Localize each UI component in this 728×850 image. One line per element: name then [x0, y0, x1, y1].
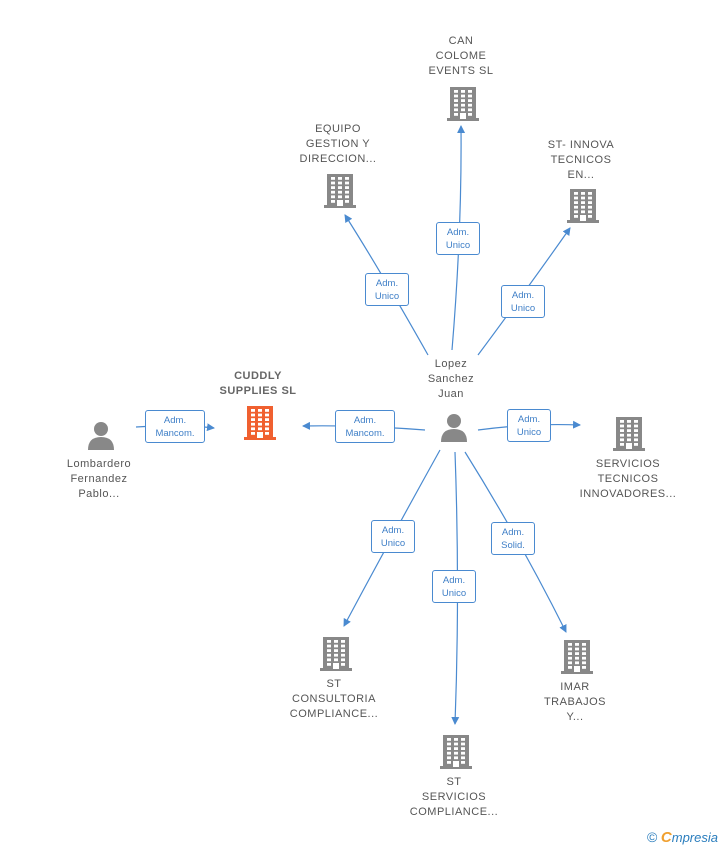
building-icon[interactable]	[561, 638, 593, 674]
servicios-label: SERVICIOS TECNICOS INNOVADORES...	[579, 458, 677, 500]
lombardero-label: Lombardero Fernandez Pablo...	[66, 458, 132, 500]
cuddly-label: CUDDLY SUPPLIES SL	[219, 370, 297, 397]
role-badge-st-consultoria: Adm. Unico	[371, 520, 415, 553]
brand-footer: © Cmpresia	[647, 829, 718, 846]
center-person-label: Lopez Sanchez Juan	[427, 358, 475, 400]
role-badge-cuddly: Adm. Mancom.	[335, 410, 395, 443]
building-icon[interactable]	[324, 172, 356, 208]
person-icon[interactable]	[439, 412, 469, 442]
building-icon[interactable]	[567, 187, 599, 223]
role-badge-can-colome: Adm. Unico	[436, 222, 480, 255]
building-icon[interactable]	[447, 85, 479, 121]
imar-label: IMAR TRABAJOS Y...	[543, 681, 607, 723]
can-colome-label: CAN COLOME EVENTS SL	[428, 35, 494, 77]
building-icon[interactable]	[613, 415, 645, 451]
role-badge-lombardero: Adm. Mancom.	[145, 410, 205, 443]
building-icon[interactable]	[320, 635, 352, 671]
copyright-icon: ©	[646, 829, 658, 845]
st-innova-label: ST- INNOVA TECNICOS EN...	[547, 139, 615, 181]
equipo-label: EQUIPO GESTION Y DIRECCION...	[299, 123, 377, 165]
role-badge-imar: Adm. Solid.	[491, 522, 535, 555]
role-badge-equipo: Adm. Unico	[365, 273, 409, 306]
building-icon[interactable]	[440, 733, 472, 769]
role-badge-servicios: Adm. Unico	[507, 409, 551, 442]
st-servicios-label: ST SERVICIOS COMPLIANCE...	[409, 776, 499, 818]
person-icon[interactable]	[86, 420, 116, 450]
building-icon[interactable]	[244, 404, 276, 440]
brand-initial: C	[660, 829, 672, 846]
brand-name: mpresia	[671, 830, 718, 845]
role-badge-st-innova: Adm. Unico	[501, 285, 545, 318]
role-badge-st-servicios: Adm. Unico	[432, 570, 476, 603]
st-consultoria-label: ST CONSULTORIA COMPLIANCE...	[289, 678, 379, 720]
